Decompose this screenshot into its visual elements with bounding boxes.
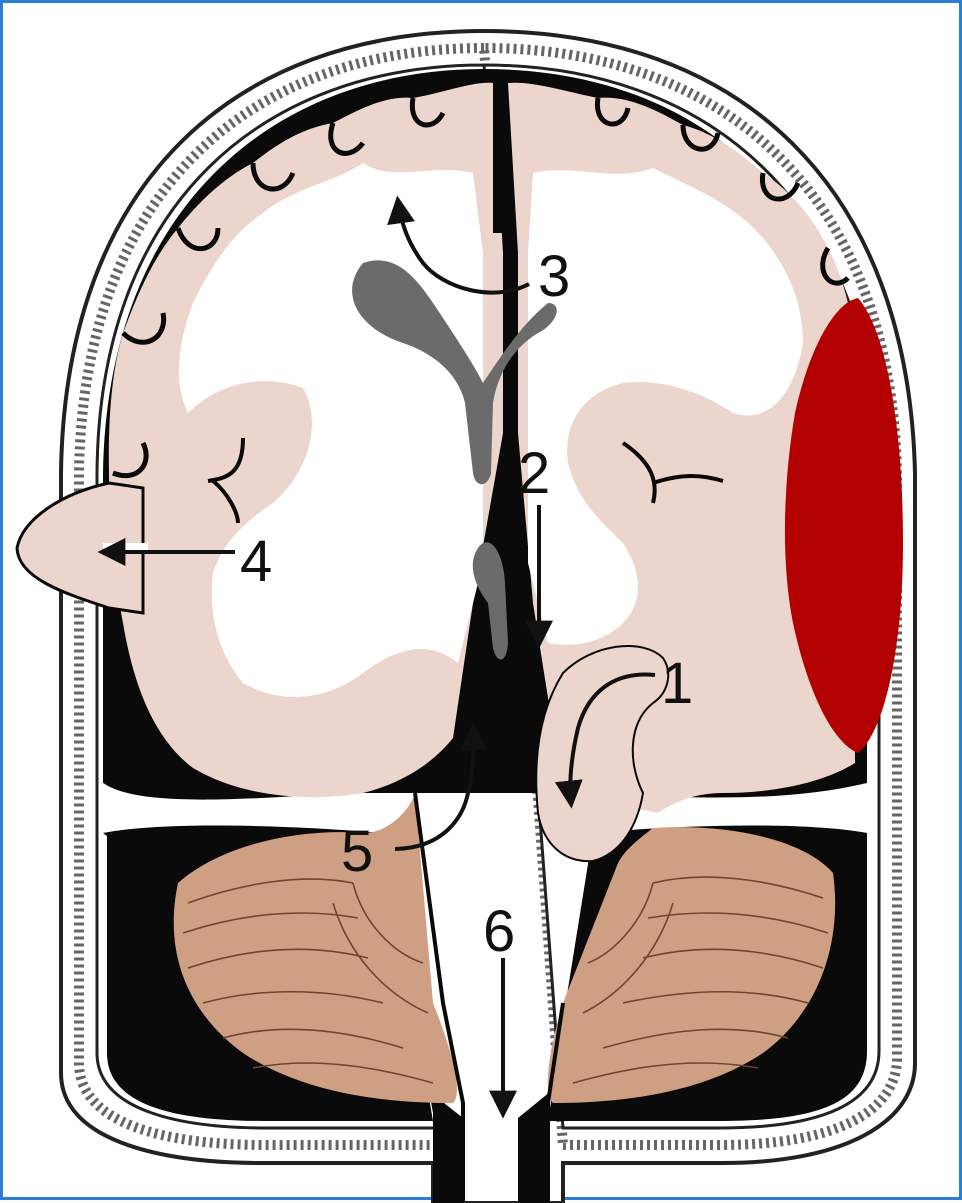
right-cerebellum (547, 827, 836, 1103)
label-5: 5 (341, 819, 373, 884)
left-sulcus-lines (207, 437, 245, 524)
label-6: 6 (483, 899, 515, 964)
label-1: 1 (661, 651, 693, 716)
left-cerebellum (173, 793, 457, 1103)
tonsillar-herniation (413, 792, 465, 1203)
arrows (97, 195, 656, 1119)
cerebellum (173, 792, 836, 1203)
label-4: 4 (240, 529, 272, 594)
ventricles (352, 260, 557, 660)
cerebellum-folia (182, 876, 829, 1084)
subdural-hematoma (784, 298, 903, 753)
arrow-1 (554, 672, 656, 809)
arrow-5 (394, 722, 489, 851)
labels: 1 2 3 4 5 6 (240, 244, 693, 964)
label-2: 2 (518, 441, 550, 506)
cerebral-gyri-outline (112, 97, 850, 479)
arrow-3 (387, 195, 530, 295)
label-3: 3 (538, 244, 570, 309)
right-sulcus-lines (621, 441, 724, 504)
brain-herniation-diagram: 1 2 3 4 5 6 (15, 28, 917, 1203)
right-white-matter (528, 168, 803, 645)
transcalvarial-herniation (15, 481, 145, 615)
third-ventricle (472, 542, 508, 660)
lateral-ventricle-left (352, 260, 557, 485)
